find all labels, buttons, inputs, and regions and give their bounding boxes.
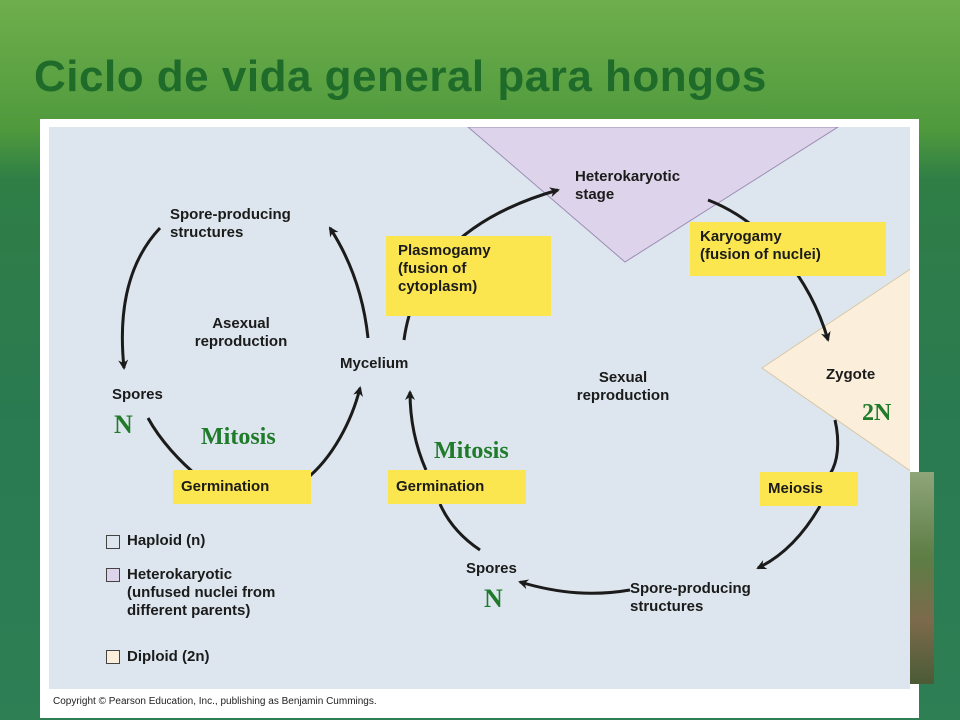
arrow-spore-structures-to-spores-sexual	[518, 579, 631, 595]
arrow-mycelium-to-spore-structures	[328, 226, 370, 339]
mitosis-asexual-label: Mitosis	[201, 424, 276, 450]
legend-swatch-haploid	[106, 535, 120, 549]
diploid-zygote-shape	[761, 268, 910, 472]
figure-panel	[49, 127, 910, 689]
legend-swatch-diploid	[106, 650, 120, 664]
arrow-spore-structures-to-spores	[118, 226, 162, 370]
arrow-zygote-to-meiosis	[828, 419, 840, 475]
meiosis-box: Meiosis	[760, 472, 858, 506]
arrow-meiosis-to-spore-structures	[756, 505, 822, 570]
arrow-germination-to-mycelium-asexual	[304, 386, 363, 482]
slide-title: Ciclo de vida general para hongos	[34, 52, 767, 101]
mycelium-label: Mycelium	[340, 355, 409, 372]
plasmogamy-box: Plasmogamy (fusion of cytoplasm)	[386, 236, 551, 316]
legend-label-diploid: Diploid (2n)	[127, 648, 210, 665]
asexual-reproduction-label: Asexual reproduction	[194, 315, 288, 350]
legend-swatch-heterokaryotic	[106, 568, 120, 582]
heterokaryotic-stage-label: Heterokaryotic stage	[575, 168, 681, 203]
legend-label-heterokaryotic: Heterokaryotic (unfused nuclei from diff…	[127, 566, 276, 619]
zygote-label: Zygote	[826, 366, 876, 383]
germination-box-asexual: Germination	[173, 470, 311, 504]
ploidy-n-asexual: N	[114, 410, 133, 439]
spores-asexual-label: Spores	[112, 386, 163, 403]
arrow-spores-to-germination-sexual	[438, 503, 481, 552]
sexual-reproduction-label: Sexual reproduction	[576, 369, 670, 404]
spore-producing-structures-asexual-label: Spore-producing structures	[170, 206, 291, 241]
mitosis-sexual-label: Mitosis	[434, 438, 509, 464]
copyright-notice: Copyright © Pearson Education, Inc., pub…	[53, 696, 377, 707]
ploidy-n-sexual: N	[484, 584, 503, 613]
karyogamy-box: Karyogamy (fusion of nuclei)	[690, 222, 886, 276]
background-photo-strip	[910, 472, 934, 684]
ploidy-2n-label: 2N	[862, 400, 892, 426]
arrow-germination-to-mycelium-sexual	[405, 390, 428, 471]
germination-box-sexual: Germination	[388, 470, 526, 504]
arrow-spores-to-germination-asexual	[146, 417, 201, 480]
spores-sexual-label: Spores	[466, 560, 517, 577]
legend-label-haploid: Haploid (n)	[127, 532, 206, 549]
spore-producing-structures-sexual-label: Spore-producing structures	[630, 580, 751, 615]
